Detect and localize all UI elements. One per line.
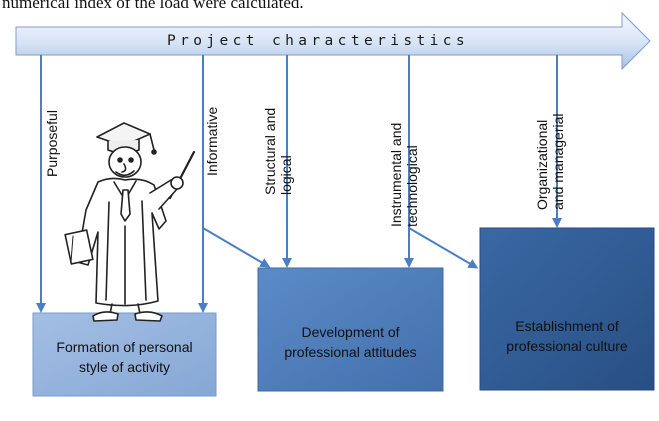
characteristic-label-organizational: Organizational and managerial bbox=[534, 113, 566, 210]
outcome-label-line-2: professional culture bbox=[506, 338, 628, 354]
outcome-label-line-1: Development of bbox=[301, 324, 400, 340]
characteristic-label-line-1: Organizational bbox=[534, 119, 550, 210]
professor-with-pointer-icon bbox=[64, 122, 196, 322]
outcome-label-line-2: professional attitudes bbox=[284, 344, 417, 360]
outcome-label-line-1: Formation of personal bbox=[56, 339, 193, 355]
outcome-label-1: Formation of personal style of activity bbox=[33, 335, 216, 379]
characteristic-label-line-2: technological bbox=[404, 145, 420, 227]
characteristic-label-line-2: logical bbox=[278, 155, 294, 195]
characteristic-label-line-1: Purposeful bbox=[44, 110, 60, 177]
outcome-box-1 bbox=[32, 312, 217, 397]
characteristic-label-line-2: and managerial bbox=[550, 113, 566, 210]
outcome-box-3 bbox=[479, 227, 655, 391]
outcome-label-line-2: style of activity bbox=[78, 359, 171, 375]
banner-label: Project characteristics bbox=[167, 33, 469, 49]
characteristic-label-line-1: Informative bbox=[204, 106, 220, 176]
banner-arrow bbox=[15, 11, 651, 71]
characteristic-label-line-1: Instrumental and bbox=[388, 122, 404, 227]
cropped-caption-text: numerical index of the load were calcula… bbox=[2, 0, 304, 12]
characteristic-label-line-1: Structural and bbox=[262, 107, 278, 195]
characteristic-label-informative: Informative bbox=[204, 107, 220, 176]
characteristic-label-structural: Structural and logical bbox=[262, 108, 294, 195]
arrow-instrumental-branch bbox=[408, 227, 479, 269]
arrow-informative-branch bbox=[202, 227, 271, 268]
characteristic-label-purposeful: Purposeful bbox=[44, 110, 60, 177]
outcome-box-2 bbox=[257, 267, 444, 392]
characteristic-label-instrumental: Instrumental and technological bbox=[388, 123, 420, 227]
outcome-label-line-1: Establishment of bbox=[515, 318, 619, 334]
outcome-label-2: Development of professional attitudes bbox=[258, 320, 443, 364]
outcome-label-3: Establishment of professional culture bbox=[480, 314, 654, 358]
